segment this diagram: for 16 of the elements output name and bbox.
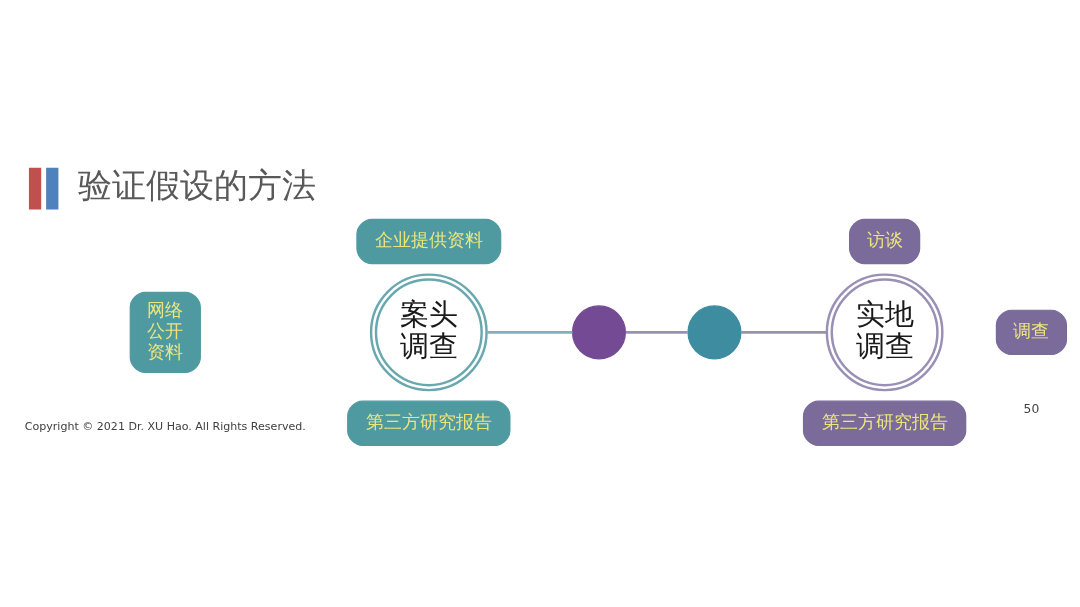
connector [741,331,827,334]
node-circle: 案头调查 [369,273,488,392]
node-box: 企业提供资料 [356,218,502,265]
connector [625,331,688,334]
node-box: 第三方研究报告 [802,400,967,446]
node-box: 第三方研究报告 [347,400,511,446]
node-box: 调查 [995,309,1068,356]
node-circle: 实地调查 [825,273,944,392]
connector [486,331,573,334]
node-circle [687,305,742,360]
node-circle [571,305,626,360]
node-box: 访谈 [849,218,921,265]
node-box: 网络公开资料 [129,291,201,373]
label: Copyright © 2021 Dr. XU Hao. All Rights Reserved. [24,419,306,433]
diagram-title: 验证假设的方法 [78,165,317,206]
label: 50 [1023,401,1040,416]
